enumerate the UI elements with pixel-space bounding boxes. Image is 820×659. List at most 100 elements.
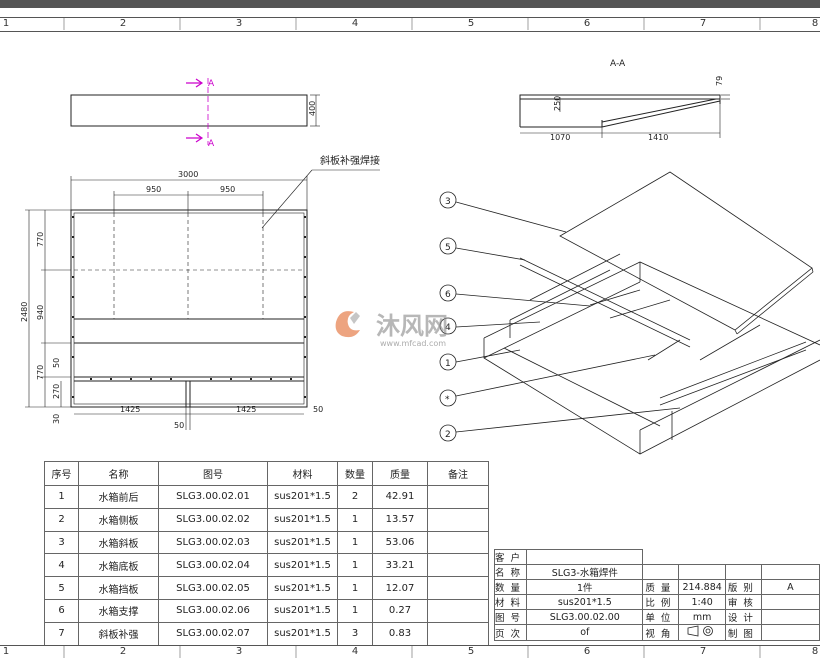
tb-blank bbox=[760, 624, 820, 641]
zone-number: 1 bbox=[2, 18, 10, 29]
bom-cell: SLG3.00.02.07 bbox=[158, 621, 268, 646]
bom-cell bbox=[427, 485, 489, 509]
bom-header-row: 序号 名称 图号 材料 数量 质量 备注 bbox=[44, 461, 489, 486]
bom-header-cell: 图号 bbox=[158, 461, 268, 486]
tb-label: 图号 bbox=[493, 609, 528, 625]
dim-label: 940 bbox=[36, 305, 45, 320]
dim-label: 1425 bbox=[236, 405, 256, 414]
tb-blank bbox=[724, 564, 762, 580]
tb-version-value: A bbox=[760, 579, 820, 595]
dim-label: 950 bbox=[146, 185, 161, 194]
zone-number: 2 bbox=[119, 18, 127, 29]
zone-number: 5 bbox=[467, 646, 475, 657]
tb-unit-value: mm bbox=[678, 609, 726, 625]
tb-blank bbox=[760, 564, 820, 580]
dim-label: 2480 bbox=[20, 302, 29, 322]
bom-cell: sus201*1.5 bbox=[267, 621, 338, 646]
zone-number: 6 bbox=[583, 18, 591, 29]
bom-cell: 1 bbox=[44, 485, 79, 509]
bom-cell: 6 bbox=[44, 598, 79, 623]
balloon-label: 4 bbox=[445, 323, 451, 333]
bom-cell bbox=[427, 553, 489, 578]
bom-cell: 42.91 bbox=[372, 485, 428, 509]
bom-cell bbox=[427, 530, 489, 555]
bom-header-cell: 数量 bbox=[337, 461, 373, 486]
balloon-label: * bbox=[445, 395, 450, 405]
bom-cell: sus201*1.5 bbox=[267, 485, 338, 509]
bom-cell: 1 bbox=[337, 553, 373, 578]
tb-label: 名称 bbox=[493, 564, 528, 580]
watermark-logo bbox=[335, 311, 360, 338]
zone-number: 3 bbox=[235, 18, 243, 29]
bom-cell bbox=[427, 507, 489, 532]
tb-page-value: of bbox=[526, 624, 644, 641]
bom-cell bbox=[427, 598, 489, 623]
dim-label: 50 bbox=[313, 405, 323, 414]
zone-number: 8 bbox=[811, 18, 819, 29]
section-marker: A bbox=[208, 79, 215, 89]
dim-label: 770 bbox=[36, 232, 45, 247]
tb-blank bbox=[760, 609, 820, 625]
bom-cell: 水箱前后 bbox=[78, 485, 159, 509]
bom-header-cell: 材料 bbox=[267, 461, 338, 486]
tb-label: 页次 bbox=[493, 624, 528, 641]
bottom-zone-ruler: 1 2 3 4 5 6 7 8 bbox=[0, 645, 820, 659]
zone-number: 8 bbox=[811, 646, 819, 657]
bom-cell bbox=[427, 576, 489, 600]
top-view bbox=[70, 78, 320, 145]
section-marker: A bbox=[208, 139, 215, 149]
tb-label: 质量 bbox=[642, 579, 680, 595]
top-border-bar bbox=[0, 0, 820, 8]
balloons bbox=[439, 191, 681, 442]
bom-cell: 1 bbox=[337, 598, 373, 623]
zone-number: 7 bbox=[699, 646, 707, 657]
zone-number: 5 bbox=[467, 18, 475, 29]
zone-number: 6 bbox=[583, 646, 591, 657]
tb-mass-value: 214.884 bbox=[678, 579, 726, 595]
tb-label: 材料 bbox=[493, 594, 528, 610]
tb-blank bbox=[678, 564, 726, 580]
dim-label: 1070 bbox=[550, 133, 570, 142]
section-title: A-A bbox=[610, 59, 626, 69]
dim-label: 1425 bbox=[120, 405, 140, 414]
bom-cell: 斜板补强 bbox=[78, 621, 159, 646]
tb-label: 制图 bbox=[724, 624, 762, 641]
bom-cell: 0.27 bbox=[372, 598, 428, 623]
balloon-label: 6 bbox=[445, 290, 451, 300]
dim-label: 50 bbox=[52, 358, 61, 368]
bom-cell: 2 bbox=[44, 507, 79, 532]
tb-scale-value: 1:40 bbox=[678, 594, 726, 610]
bom-cell: 4 bbox=[44, 553, 79, 578]
balloon-label: 3 bbox=[445, 197, 451, 207]
dim-label: 250 bbox=[553, 96, 562, 111]
dim-label: 270 bbox=[52, 384, 61, 399]
bom-cell: 13.57 bbox=[372, 507, 428, 532]
zone-number: 1 bbox=[2, 646, 10, 657]
tb-label: 数量 bbox=[493, 579, 528, 595]
balloon-label: 2 bbox=[445, 430, 451, 440]
bom-cell: 1 bbox=[337, 576, 373, 600]
tb-label: 审核 bbox=[724, 594, 762, 610]
bom-header-cell: 名称 bbox=[78, 461, 159, 486]
projection-icon bbox=[678, 624, 726, 641]
bom-cell: sus201*1.5 bbox=[267, 576, 338, 600]
dim-label: 30 bbox=[52, 414, 61, 424]
tb-name-value: SLG3-水箱焊件 bbox=[526, 564, 644, 580]
tb-qty-value: 1件 bbox=[526, 579, 644, 595]
bom-cell: 5 bbox=[44, 576, 79, 600]
bom-cell bbox=[427, 621, 489, 646]
watermark-url: www.mfcad.com bbox=[380, 339, 446, 348]
bom-cell: 2 bbox=[337, 485, 373, 509]
bom-cell: SLG3.00.02.02 bbox=[158, 507, 268, 532]
bom-cell: sus201*1.5 bbox=[267, 598, 338, 623]
tb-blank bbox=[642, 549, 820, 565]
tb-label: 单位 bbox=[642, 609, 680, 625]
bom-cell: 水箱挡板 bbox=[78, 576, 159, 600]
tb-label: 比例 bbox=[642, 594, 680, 610]
